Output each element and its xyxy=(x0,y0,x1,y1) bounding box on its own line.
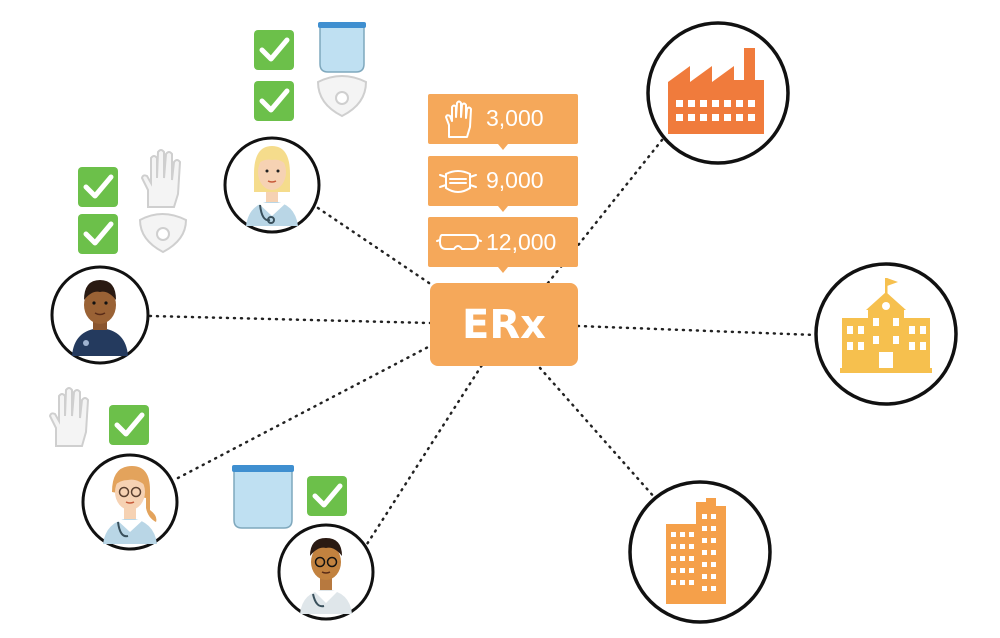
masks-count: 9,000 xyxy=(486,167,544,193)
factory-icon xyxy=(668,48,764,134)
respirator-mask-icon xyxy=(316,75,368,118)
redhead-female-nurse[interactable] xyxy=(81,453,179,551)
gloves-icon xyxy=(140,149,182,208)
face-shield-icon xyxy=(318,22,366,73)
hub-label: ERx xyxy=(462,302,546,348)
inventory-masks: 9,000 xyxy=(428,156,578,212)
check-icon xyxy=(78,167,118,207)
inventory-callouts: 3,000 9,000 12,000 xyxy=(428,94,578,273)
check-icon xyxy=(254,81,294,121)
check-icon xyxy=(78,214,118,254)
security-officer[interactable] xyxy=(50,265,150,365)
gloves-count: 3,000 xyxy=(486,105,544,131)
school[interactable] xyxy=(814,262,958,406)
security-officer-supplies xyxy=(78,149,188,254)
goggles-icon xyxy=(436,234,482,250)
connector-building xyxy=(538,366,657,500)
blonde-doctor-supplies xyxy=(254,22,368,121)
connector-doctor-bottom xyxy=(358,363,484,557)
connector-school xyxy=(576,324,817,337)
respirator-mask-icon xyxy=(138,213,188,254)
gloves-icon xyxy=(445,100,472,138)
gloves-icon xyxy=(48,387,90,447)
security-officer-avatar xyxy=(72,280,128,356)
inventory-gloves: 3,000 xyxy=(428,94,578,150)
check-icon xyxy=(109,405,149,445)
blonde-female-doctor[interactable] xyxy=(223,136,321,234)
office-building[interactable] xyxy=(628,480,772,624)
check-icon xyxy=(307,476,347,516)
male-doctor-avatar xyxy=(300,538,352,614)
goggles-count: 12,000 xyxy=(486,229,556,255)
office-building-icon xyxy=(666,498,726,604)
mask-icon xyxy=(439,170,477,193)
erx-hub[interactable]: ERx xyxy=(430,283,578,366)
inventory-goggles: 12,000 xyxy=(428,217,578,273)
blonde-doctor-avatar xyxy=(246,146,298,226)
factory[interactable] xyxy=(646,21,790,165)
redhead-nurse-avatar xyxy=(103,466,157,544)
face-shield-icon xyxy=(232,465,294,529)
connector-doctor-top xyxy=(316,206,434,287)
male-doctor-glasses[interactable] xyxy=(277,523,375,621)
connector-factory xyxy=(546,138,664,285)
male-doctor-supplies xyxy=(232,465,347,529)
check-icon xyxy=(254,30,294,70)
connector-nurse xyxy=(176,343,434,480)
connectors xyxy=(148,138,817,557)
school-icon xyxy=(840,278,932,373)
connector-officer xyxy=(148,314,432,325)
redhead-nurse-supplies xyxy=(48,387,149,447)
